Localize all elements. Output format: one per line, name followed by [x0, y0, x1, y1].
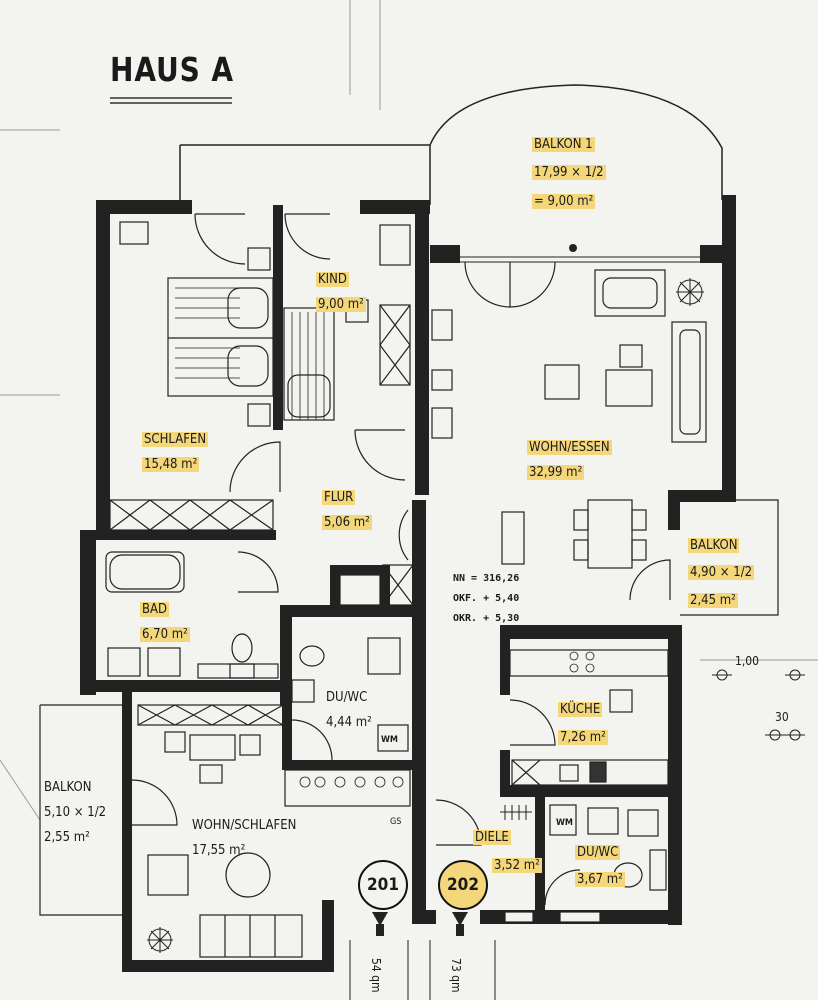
du-wc-left-area: 4,44 m²	[326, 715, 372, 730]
du-wc-right-area: 3,67 m²	[575, 872, 625, 887]
balkon-right-calc: 4,90 × 1/2	[688, 565, 755, 580]
level-nn: NN = 316,26	[453, 573, 520, 584]
wm-mark-2: WM	[556, 818, 573, 828]
page-title: HAUS A	[110, 50, 234, 89]
flur-name: FLUR	[322, 490, 356, 505]
schlafen-name: SCHLAFEN	[142, 432, 209, 447]
flur-area: 5,06 m²	[322, 515, 372, 530]
schlafen-area: 15,48 m²	[142, 457, 200, 472]
du-wc-left-name: DU/WC	[326, 690, 368, 705]
balkon-right-area: 2,45 m²	[688, 593, 738, 608]
balkon1-calc: 17,99 × 1/2	[532, 165, 606, 180]
balkon-left-name: BALKON	[44, 780, 92, 795]
entrance-left-area: 54 qm	[369, 958, 383, 993]
wm-mark: WM	[381, 735, 398, 745]
wohn-schlafen-area: 17,55 m²	[192, 843, 246, 858]
diele-name: DIELE	[473, 830, 511, 845]
kueche-name: KÜCHE	[558, 702, 603, 717]
unit-number-201: 201	[358, 860, 408, 910]
unit-number-202: 202	[438, 860, 488, 910]
wohn-essen-name: WOHN/ESSEN	[527, 440, 612, 455]
du-wc-right-name: DU/WC	[575, 845, 621, 860]
level-okr: OKR. + 5,30	[453, 613, 520, 624]
balkon-right-name: BALKON	[688, 538, 740, 553]
diele-area: 3,52 m²	[492, 858, 542, 873]
wohn-schlafen-name: WOHN/SCHLAFEN	[192, 818, 297, 833]
bad-area: 6,70 m²	[140, 627, 190, 642]
gs-mark: GS	[390, 817, 402, 827]
balkon1-name: BALKON 1	[532, 137, 595, 152]
kueche-area: 7,26 m²	[558, 730, 608, 745]
kind-name: KIND	[316, 272, 349, 287]
balkon-left-calc: 5,10 × 1/2	[44, 805, 107, 820]
dimension-2: 30	[775, 710, 789, 724]
balkon-left-area: 2,55 m²	[44, 830, 90, 845]
balkon1-area: = 9,00 m²	[532, 194, 596, 209]
dimension-1: 1,00	[735, 654, 760, 668]
bad-name: BAD	[140, 602, 170, 617]
kind-area: 9,00 m²	[316, 297, 366, 312]
level-okf: OKF. + 5,40	[453, 593, 520, 604]
wohn-essen-area: 32,99 m²	[527, 465, 585, 480]
entrance-right-area: 73 qm	[449, 958, 463, 993]
